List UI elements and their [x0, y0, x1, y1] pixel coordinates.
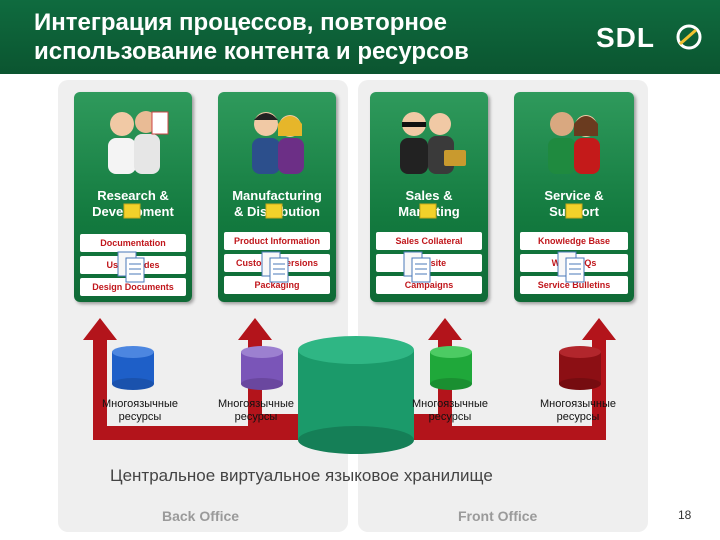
- manufacturing-staff-icon: [252, 112, 304, 174]
- slide-title: Интеграция процессов, повторное использо…: [34, 8, 594, 66]
- sticky-note-icon-2: [265, 203, 283, 219]
- document-stack-icon-3: [403, 251, 431, 283]
- department-research: Research & Development Documentation Use…: [74, 92, 192, 302]
- item-packaging: Packaging: [224, 276, 330, 294]
- department-manufacturing-title-line-1: Manufacturing: [232, 188, 322, 203]
- database-icon-green: [430, 346, 472, 390]
- item-product-information: Product Information: [224, 232, 330, 250]
- item-sales-collateral: Sales Collateral: [376, 232, 482, 250]
- department-research-title-line-1: Research &: [97, 188, 169, 203]
- resource-label-4-line-1: Многоязычные: [540, 398, 616, 410]
- database-icon-purple: [241, 346, 283, 390]
- department-sales-title-line-1: Sales &: [405, 188, 453, 203]
- resource-label-4: Многоязычные ресурсы: [526, 398, 630, 424]
- database-icon-blue: [112, 346, 154, 390]
- sdl-logo: SDL: [596, 22, 702, 53]
- resource-label-2: Многоязычные ресурсы: [204, 398, 308, 424]
- resource-label-2-line-1: Многоязычные: [218, 398, 294, 410]
- database-icon-darkred: [559, 346, 601, 390]
- arrow-service: [412, 318, 616, 440]
- slide-title-line-2: использование контента и ресурсов: [34, 38, 469, 65]
- slide-header: [0, 0, 720, 74]
- sticky-note-icon-3: [419, 203, 437, 219]
- sticky-note-icon-4: [565, 203, 583, 219]
- arrow-sales: [412, 318, 462, 426]
- resource-label-3: Многоязычные ресурсы: [398, 398, 502, 424]
- resource-label-3-line-1: Многоязычные: [412, 398, 488, 410]
- resource-label-4-line-2: ресурсы: [556, 411, 600, 423]
- sticky-note-icon-1: [123, 203, 141, 219]
- logo-swirl-icon: [676, 24, 702, 50]
- item-campaigns: Campaigns: [376, 276, 482, 294]
- item-knowledge-base: Knowledge Base: [520, 232, 628, 250]
- sales-people-icon: [400, 112, 466, 174]
- sdl-logo-text: SDL: [596, 22, 655, 53]
- resource-label-2-line-2: ресурсы: [234, 411, 278, 423]
- researchers-icon: [108, 111, 169, 174]
- document-stack-icon-4: [557, 251, 585, 283]
- item-documentation: Documentation: [80, 234, 186, 252]
- item-design-documents: Design Documents: [80, 278, 186, 296]
- front-office-label: Front Office: [458, 508, 538, 524]
- arrow-manufacturing: [238, 318, 300, 426]
- slide-title-line-1: Интеграция процессов, повторное: [34, 9, 447, 36]
- central-repository-label: Центральное виртуальное языковое хранили…: [110, 466, 493, 485]
- page-number: 18: [678, 508, 692, 522]
- back-office-label: Back Office: [162, 508, 240, 524]
- item-service-bulletins: Service Bulletins: [520, 276, 628, 294]
- arrow-research: [83, 318, 300, 440]
- department-service-title-line-1: Service &: [544, 188, 604, 203]
- resource-label-1-line-1: Многоязычные: [102, 398, 178, 410]
- resource-label-1: Многоязычные ресурсы: [88, 398, 192, 424]
- support-staff-icon: [548, 112, 600, 174]
- document-stack-icon-2: [261, 251, 289, 283]
- resource-label-3-line-2: ресурсы: [428, 411, 472, 423]
- document-stack-icon-1: [117, 251, 145, 283]
- resource-label-1-line-2: ресурсы: [118, 411, 162, 423]
- central-repository-icon: [298, 336, 414, 454]
